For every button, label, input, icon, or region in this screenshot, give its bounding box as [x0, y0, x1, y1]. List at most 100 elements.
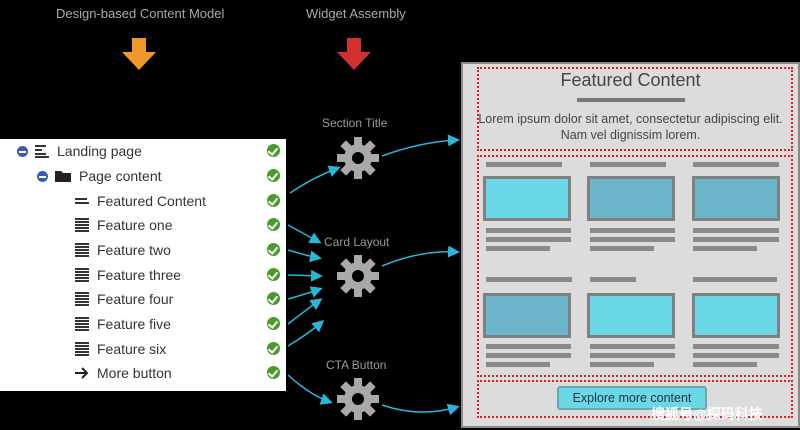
- document-icon: [75, 342, 89, 356]
- tree-item-feature-six[interactable]: Feature six: [75, 337, 166, 361]
- check-icon: [267, 268, 280, 281]
- tree-item-label: Featured Content: [97, 193, 206, 209]
- check-icon: [267, 243, 280, 256]
- card-image: [692, 176, 780, 221]
- card-image: [483, 293, 571, 338]
- page-mockup: Featured Content Lorem ipsum dolor sit a…: [461, 62, 800, 428]
- connector-cards-to-section: [381, 245, 460, 267]
- tree-item-landing-page[interactable]: Landing page: [35, 139, 142, 163]
- red-down-arrow-icon: [337, 38, 371, 70]
- tree-item-label: Feature five: [97, 316, 171, 332]
- card-text-line: [590, 246, 654, 251]
- cta-section-outline: [477, 380, 793, 418]
- card-header-line: [486, 162, 562, 167]
- text-lines-icon: [75, 198, 89, 204]
- arrow-right-icon: [75, 367, 89, 379]
- document-icon: [75, 243, 89, 257]
- connector-feature-four: [287, 286, 323, 300]
- tree-item-feature-five[interactable]: Feature five: [75, 312, 171, 336]
- card-text-line: [486, 362, 550, 367]
- card-image: [483, 176, 571, 221]
- check-icon: [267, 292, 280, 305]
- orange-down-arrow-icon: [122, 38, 156, 70]
- card-text-line: [693, 344, 779, 349]
- card-header-line: [693, 277, 777, 282]
- card-text-line: [693, 362, 757, 367]
- card-header-line: [486, 277, 572, 282]
- collapse-toggle-icon[interactable]: [37, 171, 48, 182]
- tree-item-label: Feature one: [97, 217, 173, 233]
- tree-item-label: Landing page: [57, 143, 142, 159]
- content-tree: Landing page Page content Featured Conte…: [0, 139, 286, 391]
- section-title-widget-label: Section Title: [322, 116, 388, 130]
- card-image: [587, 293, 675, 338]
- tree-item-label: Feature three: [97, 267, 182, 283]
- card-text-line: [590, 353, 675, 358]
- tree-item-label: Page content: [79, 168, 162, 184]
- card-text-line: [693, 246, 757, 251]
- featured-section-outline: [477, 67, 793, 151]
- widget-assembly-heading: Widget Assembly: [306, 6, 406, 21]
- card-text-line: [486, 246, 550, 251]
- card-text-line: [693, 228, 779, 233]
- connector-feature-six: [287, 320, 325, 347]
- featured-content-title: Featured Content: [560, 70, 701, 90]
- document-icon: [75, 218, 89, 232]
- check-icon: [267, 366, 280, 379]
- tree-item-label: Feature six: [97, 341, 167, 357]
- check-icon: [267, 194, 280, 207]
- watermark: 搜狐号@探码科技: [651, 406, 763, 422]
- connector-more-button: [287, 374, 333, 405]
- connector-feature-five: [287, 298, 323, 325]
- explore-more-button[interactable]: Explore more content: [557, 386, 707, 410]
- document-icon: [75, 292, 89, 306]
- tree-item-feature-three[interactable]: Feature three: [75, 263, 181, 287]
- check-icon: [267, 342, 280, 355]
- connector-feature-two: [287, 249, 322, 263]
- card-text-line: [590, 344, 675, 349]
- content-model-heading: Design-based Content Model: [56, 6, 225, 21]
- document-icon: [75, 317, 89, 331]
- check-icon: [267, 218, 280, 231]
- card-text-line: [590, 362, 654, 367]
- connector-feature-one: [287, 224, 322, 244]
- check-icon: [267, 169, 280, 182]
- tree-item-feature-one[interactable]: Feature one: [75, 213, 173, 237]
- connector-featured-to-title: [289, 165, 341, 194]
- collapse-toggle-icon[interactable]: [17, 146, 28, 157]
- cards-section-outline: [477, 155, 793, 377]
- card-image: [587, 176, 675, 221]
- card-header-line: [693, 162, 779, 167]
- tree-item-featured-content[interactable]: Featured Content: [75, 189, 206, 213]
- check-icon: [267, 144, 280, 157]
- tree-item-label: More button: [97, 365, 172, 381]
- card-text-line: [693, 237, 779, 242]
- page-tree-icon: [35, 145, 49, 158]
- check-icon: [267, 317, 280, 330]
- tree-item-feature-two[interactable]: Feature two: [75, 238, 171, 262]
- card-image: [692, 293, 780, 338]
- tree-item-more-button[interactable]: More button: [75, 361, 172, 385]
- tree-item-feature-four[interactable]: Feature four: [75, 287, 173, 311]
- tree-item-page-content[interactable]: Page content: [55, 164, 162, 188]
- card-text-line: [486, 237, 571, 242]
- card-text-line: [486, 353, 571, 358]
- tree-item-label: Feature two: [97, 242, 171, 258]
- featured-content-text: Lorem ipsum dolor sit amet, consectetur …: [478, 112, 783, 142]
- card-header-line: [590, 277, 636, 282]
- connector-cta-to-section: [381, 403, 460, 416]
- card-text-line: [486, 344, 571, 349]
- connector-title-to-section: [381, 134, 460, 157]
- card-text-line: [590, 237, 675, 242]
- connector-feature-three: [287, 269, 323, 282]
- card-text-line: [693, 353, 779, 358]
- card-text-line: [486, 228, 571, 233]
- card-text-line: [590, 228, 675, 233]
- title-underline: [577, 98, 685, 102]
- document-icon: [75, 268, 89, 282]
- card-header-line: [590, 162, 666, 167]
- cta-button-widget-label: CTA Button: [326, 358, 387, 372]
- tree-item-label: Feature four: [97, 291, 174, 307]
- card-layout-widget-label: Card Layout: [324, 235, 390, 249]
